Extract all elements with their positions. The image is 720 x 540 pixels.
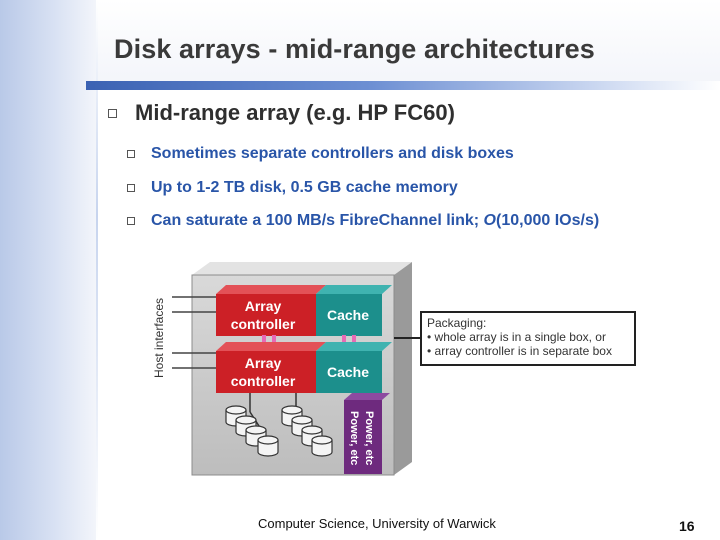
- host-interface-lines: [172, 296, 216, 369]
- power-label-2: Power, etc: [363, 410, 375, 466]
- disk-stack-right: [281, 405, 333, 457]
- packaging-item-2: • array controller is in separate box: [427, 344, 612, 358]
- controller-2-block: [216, 351, 316, 393]
- sub-bullet-3-prefix: Can saturate a 100 MB/s FibreChannel lin…: [151, 212, 484, 229]
- controller-link-marks: [262, 335, 356, 343]
- disk-array-diagram: [172, 262, 420, 476]
- square-bullet-icon: [127, 150, 135, 158]
- sub-bullet-2: Up to 1-2 TB disk, 0.5 GB cache memory: [127, 179, 458, 197]
- controller-2-line1: Array: [244, 355, 282, 371]
- power-label-1: Power, etc: [348, 410, 360, 466]
- sub-bullet-text: Sometimes separate controllers and disk …: [151, 145, 514, 162]
- power-block: [344, 400, 382, 474]
- packaging-callout: Packaging: • whole array is in a single …: [420, 311, 636, 366]
- slide-title: Disk arrays - mid-range architectures: [114, 34, 595, 64]
- chassis-side-face: [394, 262, 412, 475]
- cache-1-top: [316, 285, 392, 294]
- page-number: 16: [679, 518, 695, 534]
- cache-2-block: [316, 351, 382, 393]
- square-bullet-icon: [127, 217, 135, 225]
- controller-1-top: [216, 285, 326, 294]
- disk-stack-left: [225, 405, 279, 457]
- sub-bullet-text: Can saturate a 100 MB/s FibreChannel lin…: [151, 212, 599, 230]
- square-bullet-icon: [108, 108, 117, 118]
- controller-1-block: [216, 294, 316, 336]
- sub-bullet-3-italic: O: [483, 212, 496, 229]
- controller-2-label: Array controller: [216, 354, 310, 390]
- sub-bullet-3: Can saturate a 100 MB/s FibreChannel lin…: [127, 212, 599, 230]
- main-bullet-text: Mid-range array (e.g. HP FC60): [135, 100, 455, 125]
- footer-text: Computer Science, University of Warwick: [258, 516, 496, 531]
- square-bullet-icon: [127, 184, 135, 192]
- title-background: [98, 0, 720, 84]
- packaging-item-1: • whole array is in a single box, or: [427, 330, 606, 344]
- cache-2-top: [316, 342, 392, 351]
- sub-bullet-text: Up to 1-2 TB disk, 0.5 GB cache memory: [151, 179, 458, 196]
- power-top: [344, 393, 390, 400]
- host-interfaces-label: Host interfaces: [152, 297, 166, 379]
- controller-2-line2: controller: [230, 373, 296, 389]
- controller-1-line2: controller: [230, 316, 296, 332]
- main-bullet: Mid-range array (e.g. HP FC60): [108, 100, 455, 126]
- sub-bullet-3-suffix: (10,000 IOs/s): [496, 212, 600, 229]
- cache-1-block: [316, 294, 382, 336]
- controller-2-top: [216, 342, 326, 351]
- controller-1-line1: Array: [244, 298, 282, 314]
- controller-1-label: Array controller: [216, 297, 310, 333]
- cache-1-label: Cache: [326, 307, 370, 323]
- title-underline-bar: [86, 81, 720, 90]
- left-decor-band: [0, 0, 98, 540]
- packaging-heading: Packaging:: [427, 316, 487, 330]
- sub-bullet-1: Sometimes separate controllers and disk …: [127, 145, 514, 163]
- chassis-top-face: [192, 262, 412, 275]
- cache-2-label: Cache: [326, 364, 370, 380]
